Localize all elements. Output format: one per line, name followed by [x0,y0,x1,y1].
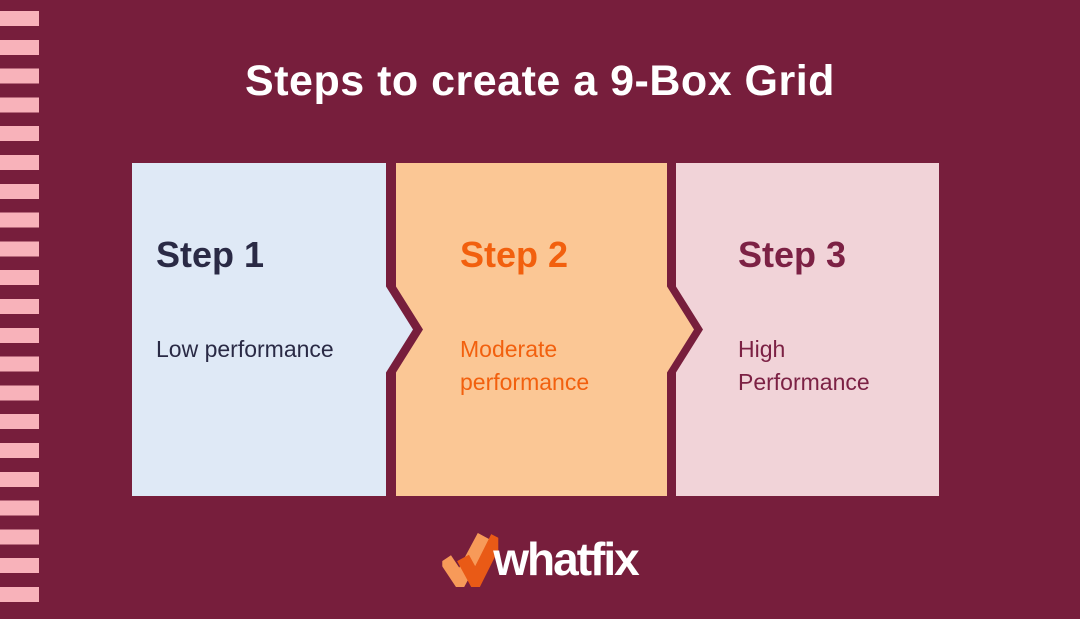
step-3-box: Step 3 High Performance [676,163,939,496]
decorative-stripes [0,11,39,608]
step-1-label: Step 1 [156,234,265,275]
page-title: Steps to create a 9-Box Grid [245,57,835,105]
step-2-box: Step 2 Moderate performance [396,163,694,496]
step-2-label: Step 2 [460,234,569,275]
step-3-label: Step 3 [738,234,847,275]
step-2-description: Moderate performance [460,336,590,395]
whatfix-logo: whatfix [442,533,640,587]
step-3-description: High Performance [738,336,870,395]
whatfix-w-icon [442,533,499,587]
step-1-content: Step 1 Low performance [132,163,413,366]
step-2-content: Step 2 Moderate performance [396,163,694,399]
whatfix-logo-text: whatfix [493,533,639,585]
step-3-content: Step 3 High Performance [676,163,939,399]
step-1-description: Low performance [156,336,334,362]
step-1-box: Step 1 Low performance [132,163,413,496]
